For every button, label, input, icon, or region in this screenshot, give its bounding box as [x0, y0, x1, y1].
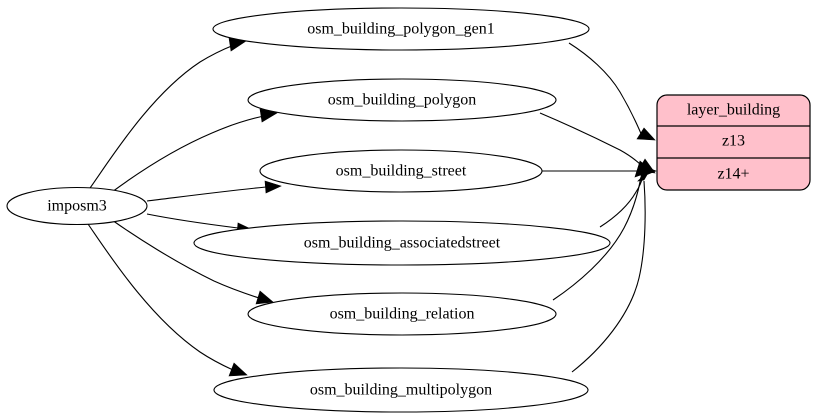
osm_building_polygon-label: osm_building_polygon [328, 92, 476, 109]
edge-group-tables-to-layer [539, 42, 657, 373]
node-layer_building[interactable]: layer_building z13 z14+ [656, 94, 811, 191]
node-osm_building_polygon_gen1[interactable]: osm_building_polygon_gen1 [212, 7, 590, 51]
edge-imposm3-to-osm_building_relation [111, 219, 274, 305]
edge-imposm3-to-osm_building_multipolygon [87, 223, 248, 377]
node-osm_building_polygon[interactable]: osm_building_polygon [247, 78, 557, 122]
osm_building_multipolygon-ellipse[interactable] [213, 367, 589, 413]
osm_building_associatedstreet-ellipse[interactable] [193, 220, 611, 266]
layer_building-row-title: layer_building [687, 102, 780, 119]
node-osm_building_associatedstreet[interactable]: osm_building_associatedstreet [193, 220, 611, 266]
osm_building_polygon_gen1-ellipse[interactable] [212, 7, 590, 51]
edge-osm_building_relation-to-layer_building [552, 160, 653, 301]
osm_building_relation-ellipse[interactable] [247, 292, 557, 336]
osm_building_polygon-ellipse[interactable] [247, 78, 557, 122]
osm_building_relation-label: osm_building_relation [330, 306, 475, 323]
osm_building_multipolygon-label: osm_building_multipolygon [310, 382, 492, 399]
edge-osm_building_polygon-to-layer_building [539, 112, 656, 174]
node-imposm3[interactable]: imposm3 [6, 186, 148, 226]
osm_building_street-label: osm_building_street [336, 163, 467, 180]
node-osm_building_street[interactable]: osm_building_street [259, 149, 543, 193]
edge-imposm3-to-osm_building_polygon_gen1 [89, 37, 247, 189]
layer_building-row-z13: z13 [722, 133, 745, 150]
layer_building-box[interactable] [656, 94, 811, 191]
imposm3-ellipse[interactable] [6, 186, 148, 226]
edge-group-source-to-tables [87, 37, 282, 377]
node-osm_building_multipolygon[interactable]: osm_building_multipolygon [213, 367, 589, 413]
edge-imposm3-to-osm_building_polygon [111, 108, 278, 193]
edge-imposm3-to-osm_building_street [146, 180, 282, 202]
edge-osm_building_polygon_gen1-to-layer_building [568, 42, 656, 141]
layer_building-row-z14plus: z14+ [717, 166, 749, 183]
osm_building_associatedstreet-label: osm_building_associatedstreet [304, 235, 501, 252]
imposm3-label: imposm3 [47, 198, 107, 215]
osm_building_street-ellipse[interactable] [259, 149, 543, 193]
node-osm_building_relation[interactable]: osm_building_relation [247, 292, 557, 336]
osm_building_polygon_gen1-label: osm_building_polygon_gen1 [307, 21, 495, 38]
edge-osm_building_multipolygon-to-layer_building [571, 167, 652, 373]
